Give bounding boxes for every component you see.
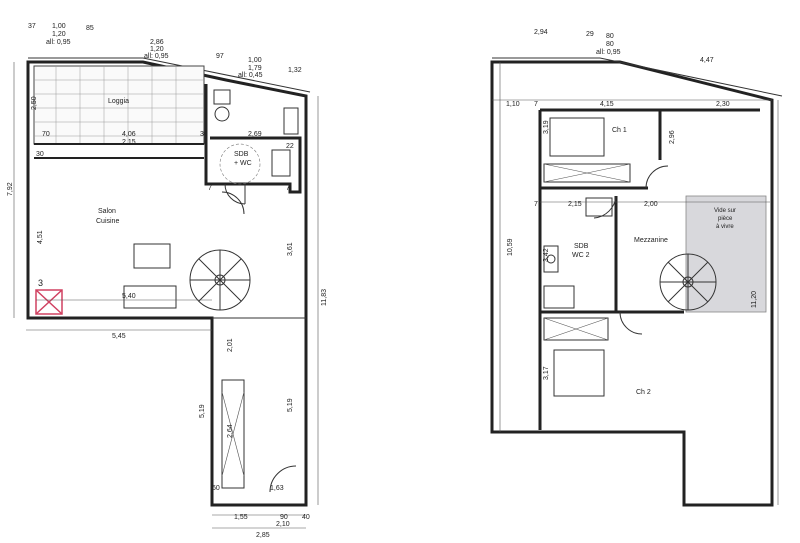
dim-label: 1,00 (248, 57, 262, 64)
dim-label: 2,96 (669, 130, 676, 144)
wardrobe-ch1 (543, 163, 631, 183)
cuisine-label: Cuisine (96, 218, 119, 225)
dim-label: 1,79 (248, 65, 262, 72)
dim-label: 2,86 (150, 39, 164, 46)
right-outer-wall (490, 60, 774, 507)
dim-label: 4,47 (700, 57, 714, 64)
dim-label: 2,50 (31, 96, 38, 110)
sofa (123, 285, 177, 309)
dim-label: 30 (36, 151, 44, 158)
void-label-2: pièce (718, 216, 733, 222)
dim-label: 1,10 (506, 101, 520, 108)
void-label-1: Vide sur (714, 208, 736, 214)
bed-ch2 (553, 349, 605, 397)
loggia-label: Loggia (108, 98, 129, 105)
bed-ch1 (549, 117, 605, 157)
kitchen-island (133, 243, 171, 269)
dim-label: 7 (534, 101, 538, 108)
dim-label: 11,83 (321, 289, 328, 306)
left-floor-plan: Loggia SDB + WC Salon Cuisine 37 1,00 1,… (7, 23, 328, 539)
dim-label: all: 0,95 (144, 53, 169, 60)
dim-label: all: 0,95 (596, 49, 621, 56)
dim-label: 2,01 (227, 338, 234, 352)
dim-label: 3,61 (287, 242, 294, 256)
dim-label: 11,20 (751, 291, 758, 308)
dim-label: 1,00 (52, 23, 66, 30)
dim-label: 2,15 (568, 201, 582, 208)
dim-label: 1,20 (52, 31, 66, 38)
loggia-area (33, 65, 205, 159)
dim-label: 70 (42, 131, 50, 138)
dim-label: 60 (212, 485, 220, 492)
dim-label: 80 (606, 33, 614, 40)
sdb-wc-label: + WC (234, 160, 252, 167)
sdb-label: SDB (234, 151, 249, 158)
dim-label: 7,92 (7, 182, 14, 196)
right-floor-plan: Ch 1 SDB WC 2 Mezzanine Vide sur pièce à… (490, 29, 783, 507)
dim-label: 90 (280, 514, 288, 521)
dim-label: 4,51 (37, 230, 44, 244)
dim-label: 2,64 (227, 424, 234, 438)
dim-label: 7 (286, 185, 290, 192)
dim-label: 1,55 (234, 514, 248, 521)
dim-label: 30 (200, 131, 208, 138)
dim-label: 1,63 (270, 485, 284, 492)
dim-label: 2,85 (256, 532, 270, 539)
dim-label: 7 (534, 201, 538, 208)
void-label-3: à vivre (716, 224, 734, 230)
dim-label: 1,20 (150, 46, 164, 53)
sdb-wc-room (204, 84, 302, 205)
dim-label: 2,00 (644, 201, 658, 208)
dim-label: 5,19 (199, 404, 206, 418)
left-roof-line (28, 57, 311, 93)
dim-label: 97 (216, 53, 224, 60)
dim-label: 5,19 (287, 398, 294, 412)
wardrobe-ch2 (543, 317, 609, 341)
dim-label: 80 (606, 41, 614, 48)
dim-label: 85 (86, 25, 94, 32)
ch1-label: Ch 1 (612, 127, 627, 134)
dim-label: all: 0,45 (238, 72, 263, 79)
dim-label: 10,59 (507, 238, 514, 256)
dim-label: 5,45 (112, 333, 126, 340)
dim-label: 4,06 (122, 131, 136, 138)
salon-label: Salon (98, 208, 116, 215)
dim-label: 2,30 (716, 101, 730, 108)
dim-label: 1,32 (288, 67, 302, 74)
dim-label: 3 (38, 278, 43, 288)
right-spiral-staircase (659, 253, 717, 311)
dim-label: 40 (302, 514, 310, 521)
dim-label: 2,94 (534, 29, 548, 36)
mezzanine-label: Mezzanine (634, 237, 668, 244)
dim-label: 2,10 (276, 521, 290, 528)
dim-label: 37 (28, 23, 36, 30)
dim-label: 2,69 (248, 131, 262, 138)
dim-label: all: 0,95 (46, 39, 71, 46)
dim-label: 3,17 (543, 366, 550, 380)
dim-label: 29 (586, 31, 594, 38)
dim-label: 3,42 (543, 248, 550, 262)
ch2-label: Ch 2 (636, 389, 651, 396)
wc2-label: WC 2 (572, 252, 590, 259)
sdb2-label: SDB (574, 243, 589, 250)
left-spiral-staircase (189, 249, 251, 311)
dim-label: 5,40 (122, 293, 136, 300)
dim-label: 7 (208, 185, 212, 192)
dim-label: 4,15 (600, 101, 614, 108)
dim-label: 22 (286, 143, 294, 150)
dim-label: 2,15 (122, 139, 136, 146)
boiler-cross-icon (35, 289, 63, 315)
corridor-storage (221, 379, 245, 489)
dim-label: 3,19 (543, 120, 550, 134)
